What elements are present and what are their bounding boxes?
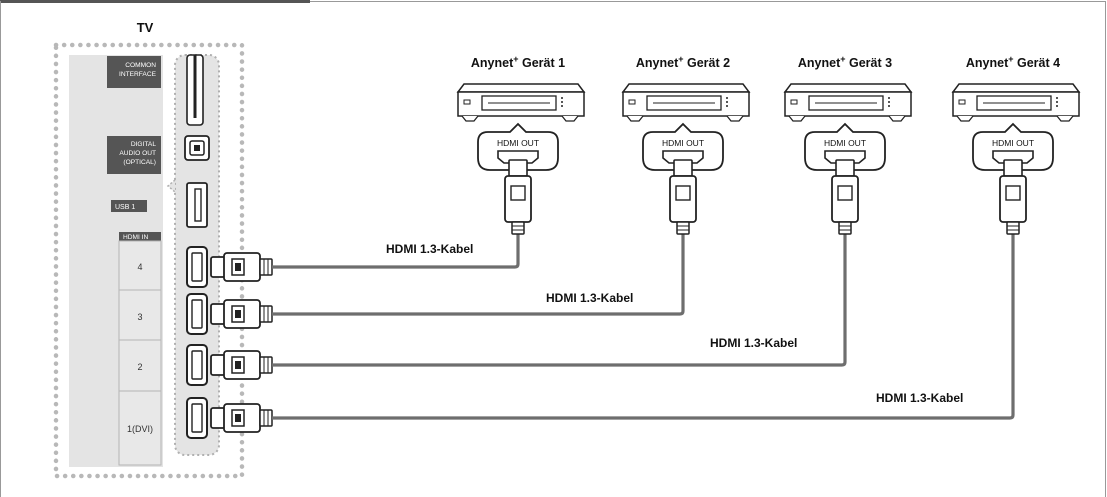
tv-side-hdmi-plug	[210, 350, 273, 380]
hdmi-cable-1: HDMI 1.3-Kabel	[272, 234, 520, 269]
hdmi-out-callout: HDMI OUT	[972, 122, 1054, 171]
cable-label: HDMI 1.3-Kabel	[710, 336, 797, 350]
common-interface-label-box	[107, 56, 161, 88]
tv-hdmi-port	[186, 246, 273, 288]
anynet-device-1: Anynet+ Gerät 1 HDMI OUT	[456, 54, 586, 235]
device-box	[456, 83, 586, 122]
common-interface-label-2: INTERFACE	[119, 71, 157, 78]
hdmi-cable-4: HDMI 1.3-Kabel	[272, 234, 1015, 420]
device-title-suffix: Gerät 3	[846, 56, 893, 70]
device-title-suffix: Gerät 1	[519, 56, 566, 70]
digital-audio-label-1: DIGITAL	[131, 141, 156, 148]
device-title-suffix: Gerät 2	[684, 56, 731, 70]
tv-title: TV	[137, 20, 154, 35]
anynet-device-4: Anynet+ Gerät 4 HDMI OUT	[951, 54, 1081, 235]
cable-label: HDMI 1.3-Kabel	[386, 242, 473, 256]
device-title-suffix: Gerät 4	[1014, 56, 1061, 70]
digital-audio-label-box	[107, 136, 161, 174]
hdmi-out-callout: HDMI OUT	[477, 122, 559, 171]
device-title-sup: +	[1008, 54, 1013, 64]
device-side-hdmi-plug	[999, 159, 1027, 235]
device-title-sup: +	[840, 54, 845, 64]
hdmi-port-label-2: 2	[137, 362, 142, 372]
device-title-sup: +	[513, 54, 518, 64]
device-side-hdmi-plug	[831, 159, 859, 235]
device-title: Anynet+ Gerät 4	[966, 54, 1060, 70]
hdmi-in-table: HDMI IN 4 3 2 1(DVI)	[118, 232, 162, 466]
tv-side-hdmi-plug	[210, 403, 273, 433]
device-side-hdmi-plug	[504, 159, 532, 235]
anynet-device-3: Anynet+ Gerät 3 HDMI OUT	[783, 54, 913, 235]
device-box	[951, 83, 1081, 122]
common-interface-label: COMMON	[125, 62, 156, 69]
device-title: Anynet+ Gerät 2	[636, 54, 730, 70]
device-title: Anynet+ Gerät 1	[471, 54, 565, 70]
hdmi-port-label-3: 3	[137, 312, 142, 322]
digital-audio-label-2: AUDIO OUT	[119, 150, 156, 157]
hdmi-out-callout: HDMI OUT	[804, 122, 886, 171]
anynet-device-2: Anynet+ Gerät 2 HDMI OUT	[621, 54, 751, 235]
tv-dotted-boundary	[53, 42, 245, 479]
device-title: Anynet+ Gerät 3	[798, 54, 892, 70]
hdmi-out-label: HDMI OUT	[824, 138, 866, 148]
usb-label-box	[111, 200, 147, 212]
hdmi-out-label: HDMI OUT	[662, 138, 704, 148]
device-title-sup: +	[678, 54, 683, 64]
device-side-hdmi-plug	[669, 159, 697, 235]
device-box	[783, 83, 913, 122]
hdmi-out-label: HDMI OUT	[497, 138, 539, 148]
hdmi-out-callout: HDMI OUT	[642, 122, 724, 171]
cable-label: HDMI 1.3-Kabel	[876, 391, 963, 405]
tv-hdmi-port	[186, 344, 273, 386]
device-box	[621, 83, 751, 122]
tv-side-hdmi-plug	[210, 299, 273, 329]
device-title-name: Anynet	[636, 56, 679, 70]
tv-hdmi-port	[186, 397, 273, 439]
optical-port	[184, 135, 210, 161]
usb-label: USB 1	[115, 204, 135, 211]
usb-port	[186, 182, 208, 228]
cable-label: HDMI 1.3-Kabel	[546, 291, 633, 305]
device-title-name: Anynet	[966, 56, 1009, 70]
hdmi-cable-3: HDMI 1.3-Kabel	[272, 234, 847, 367]
tv-hdmi-port	[186, 293, 273, 335]
tv-side-hdmi-plug	[210, 252, 273, 282]
hdmi-cable-2: HDMI 1.3-Kabel	[272, 234, 685, 316]
device-title-name: Anynet	[471, 56, 514, 70]
hdmi-port-label-1: 1(DVI)	[127, 424, 153, 434]
device-title-name: Anynet	[798, 56, 841, 70]
tv-hdmi-ports	[186, 246, 273, 439]
hdmi-out-label: HDMI OUT	[992, 138, 1034, 148]
hdmi-port-label-4: 4	[137, 262, 142, 272]
digital-audio-label-3: (OPTICAL)	[123, 159, 156, 166]
hdmi-in-label: HDMI IN	[123, 234, 149, 241]
